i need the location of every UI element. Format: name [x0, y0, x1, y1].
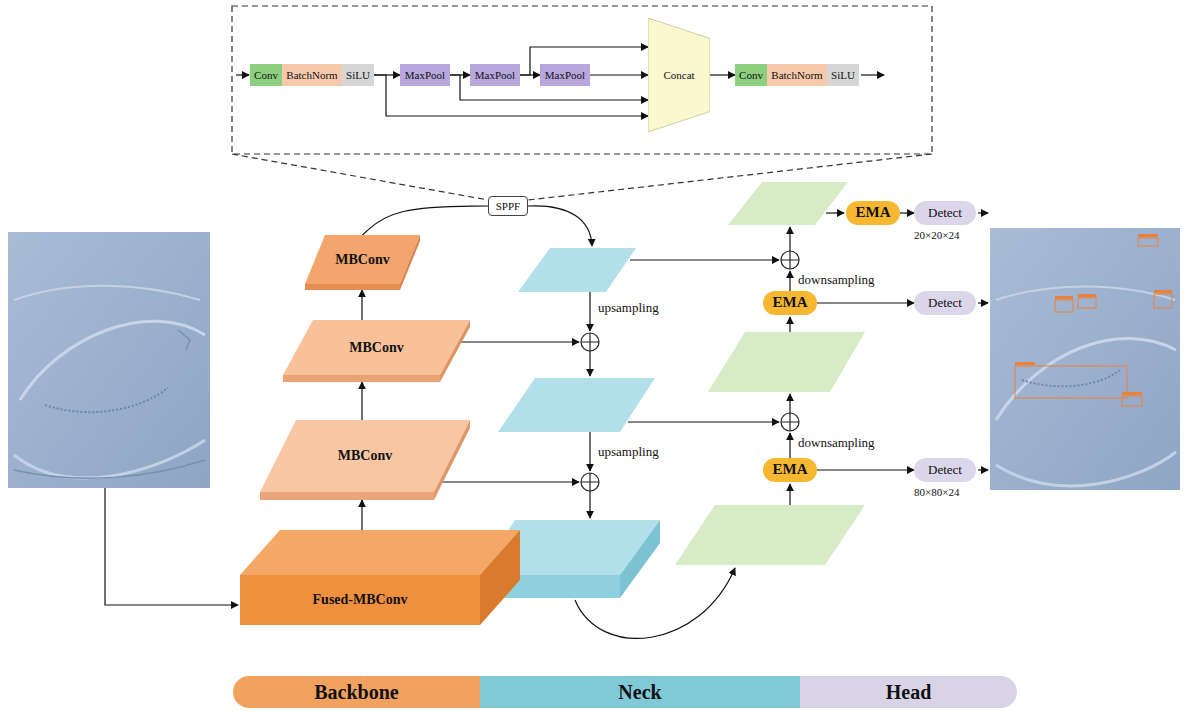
node-label: Conv [739, 69, 763, 82]
zoom-line [528, 154, 932, 200]
ema-block: EMA [846, 201, 900, 225]
connector [817, 302, 914, 303]
operation-label: downsampling [798, 273, 875, 288]
mbconv-layer: MBConv [305, 235, 420, 290]
input-image [8, 232, 210, 488]
node-label: Fused-MBConv [313, 592, 408, 608]
node-label: Backbone [314, 681, 398, 704]
node-label: MaxPool [405, 69, 445, 82]
ema-block: EMA [763, 291, 817, 315]
inset-input-arrow [236, 74, 249, 75]
node-label: MaxPool [545, 69, 585, 82]
layer-block: MaxPool [470, 64, 520, 86]
output-size: 20×20×24 [914, 229, 959, 242]
section-band: Head [800, 676, 1017, 708]
node-label: Head [886, 681, 932, 704]
inset-frame [232, 6, 932, 154]
output-arrow [978, 212, 988, 213]
node-label: MBConv [335, 251, 389, 267]
connector [900, 212, 914, 213]
node-label: Detect [928, 463, 962, 478]
output-arrow [978, 469, 988, 470]
layer-block: SiLU [827, 64, 859, 86]
section-band: Backbone [233, 676, 480, 708]
inset-output-arrow [861, 74, 884, 75]
node-label: Detect [928, 296, 962, 311]
layer-block: MaxPool [400, 64, 450, 86]
node-label: SiLU [831, 69, 855, 82]
connector [361, 500, 362, 530]
node-label: SPPF [496, 200, 520, 213]
operation-label: upsampling [598, 445, 659, 460]
output-arrow [978, 302, 988, 303]
detect-block: Detect [914, 201, 976, 225]
layer-block: SiLU [342, 64, 374, 86]
ema-block: EMA [763, 458, 817, 482]
node-label: Detect [928, 206, 962, 221]
layer-plate [240, 530, 520, 625]
detect-block: Detect [914, 458, 976, 482]
input-arrow [105, 488, 238, 605]
connector [363, 206, 489, 235]
connector [817, 469, 914, 470]
output-image [990, 228, 1180, 490]
operation-label: upsampling [598, 301, 659, 316]
layer-block: Conv [250, 64, 282, 86]
fused-mbconv-layer: Fused-MBConv [240, 530, 520, 625]
mbconv-layer: MBConv [260, 420, 470, 500]
node-label: Neck [618, 681, 661, 704]
node-label: Concat [663, 69, 694, 82]
node-label: EMA [856, 204, 891, 221]
node-label: MBConv [338, 448, 392, 464]
operation-label: downsampling [798, 436, 875, 451]
layer-block: Conv [735, 64, 767, 86]
connector [361, 382, 362, 420]
connector [590, 74, 648, 75]
node-label: EMA [773, 461, 808, 478]
node-label: EMA [773, 294, 808, 311]
node-label: SiLU [346, 69, 370, 82]
layer-block: BatchNorm [282, 64, 342, 86]
layer-block: MaxPool [540, 64, 590, 86]
section-band: Neck [480, 676, 800, 708]
node-label: MBConv [349, 339, 403, 355]
node-label: MaxPool [475, 69, 515, 82]
connector [361, 290, 362, 320]
node-label: BatchNorm [771, 69, 822, 82]
layer-block: BatchNorm [767, 64, 827, 86]
zoom-line [232, 154, 488, 200]
node-label: BatchNorm [286, 69, 337, 82]
node-label: Conv [254, 69, 278, 82]
detect-block: Detect [914, 291, 976, 315]
flow-arrow [441, 206, 844, 639]
add-symbol [581, 251, 799, 491]
sppf-tag: SPPF [488, 196, 528, 216]
head-feature-map [675, 182, 865, 565]
output-size: 80×80×24 [914, 486, 959, 499]
concat-block: Concat [648, 18, 710, 132]
mbconv-layer: MBConv [283, 320, 470, 382]
connector [710, 74, 735, 75]
